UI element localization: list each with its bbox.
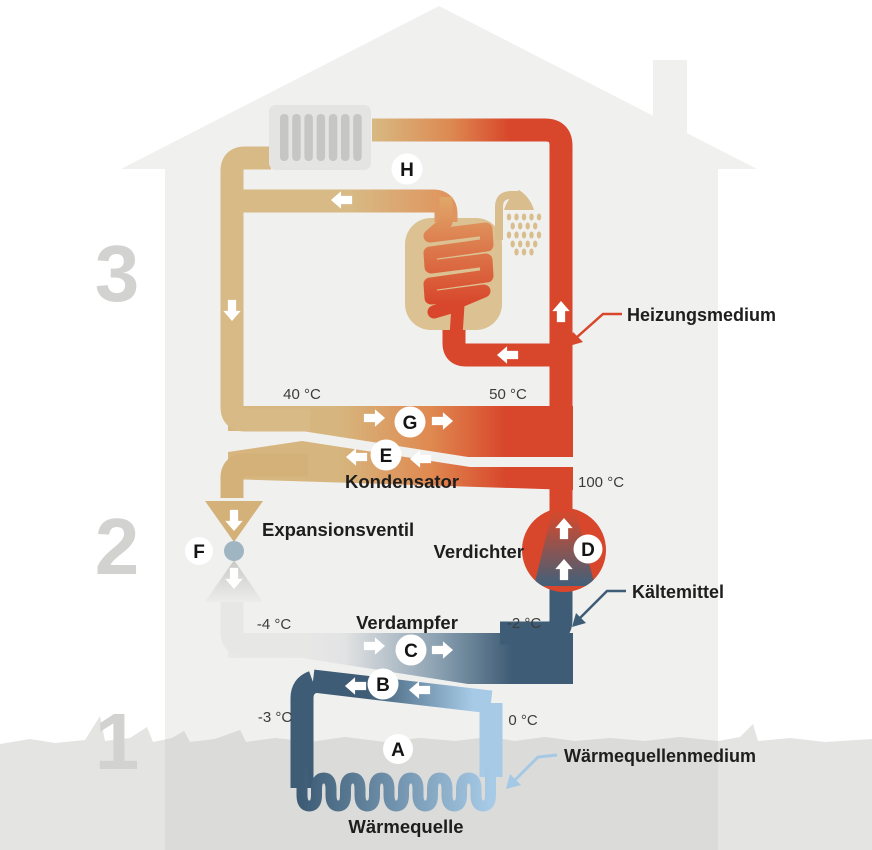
refrigerant-callout: Kältemittel (632, 582, 724, 602)
point-b-label: B (376, 675, 390, 696)
temperature-labels: 40 °C 50 °C 100 °C -4 °C -2 °C -3 °C 0 °… (257, 386, 624, 729)
point-markers: H G E F D C B A (185, 153, 603, 764)
point-a-label: A (391, 740, 405, 761)
point-a-circle (383, 734, 413, 764)
source-medium-callout: Wärmequellenmedium (564, 746, 756, 766)
radiator-icon (269, 105, 371, 170)
heating-flow-pipe (372, 118, 573, 410)
temp-40: 40 °C (283, 386, 321, 403)
ground-coil-icon (296, 768, 496, 812)
condenser-label: Kondensator (345, 471, 459, 492)
shower-icon (495, 190, 542, 256)
temp-50: 50 °C (489, 386, 527, 403)
point-f-label: F (193, 542, 205, 563)
zone-3-heating: 3 (95, 229, 140, 318)
compressor-icon (522, 508, 606, 592)
shower-head (504, 190, 534, 210)
compressor-label: Verdichter (434, 541, 525, 562)
condenser-refrigerant-channel (228, 441, 573, 490)
heating-medium-pointer-head (569, 332, 583, 346)
temp-minus4: -4 °C (257, 616, 292, 633)
source-medium-pointer-line (512, 753, 558, 783)
shower-droplets (506, 213, 542, 256)
valve-to-evaporator-pipe (220, 602, 312, 657)
heating-return-pipe (220, 146, 310, 432)
point-c-label: C (404, 641, 418, 662)
point-e-circle (370, 439, 402, 471)
heating-medium-pointer-line (575, 312, 622, 339)
heating-medium-callout: Heizungsmedium (627, 305, 776, 325)
source-medium-pointer-head (506, 774, 521, 789)
evaporator-to-compressor-pipe (500, 588, 573, 645)
point-e-label: E (380, 446, 393, 467)
point-d-circle (573, 534, 603, 564)
media-callouts: Heizungsmedium Kältemittel Wärmequellenm… (506, 305, 776, 789)
zone-1-source: 1 (95, 697, 140, 786)
point-c-circle (395, 634, 427, 666)
point-h-circle (391, 153, 423, 185)
point-g-circle (394, 406, 426, 438)
temp-0: 0 °C (508, 712, 538, 729)
zone-2-refrigerant: 2 (95, 502, 140, 591)
refrigerant-pointer-head (572, 613, 586, 627)
temp-100: 100 °C (578, 474, 624, 491)
compressor-wedge (534, 512, 595, 586)
point-h-label: H (400, 160, 414, 181)
component-labels: Kondensator Expansionsventil Verdichter … (262, 471, 524, 837)
point-d-label: D (581, 540, 595, 561)
temp-minus2: -2 °C (507, 615, 542, 632)
shower-pipe (495, 191, 517, 240)
tank-coil-icon (423, 197, 494, 353)
valve-orifice (224, 541, 244, 561)
heat-source-label: Wärmequelle (348, 816, 463, 837)
point-f-circle (185, 537, 213, 565)
evaporator-brine-channel (311, 669, 493, 714)
condenser-to-valve-pipe (220, 453, 308, 498)
temp-minus3: -3 °C (258, 709, 293, 726)
point-b-circle (367, 668, 399, 700)
brine-down-pipe (290, 671, 318, 788)
evaporator-label: Verdampfer (356, 612, 458, 633)
point-g-label: G (403, 413, 418, 434)
expansion-valve-label: Expansionsventil (262, 519, 414, 540)
refrigerant-pointer-line (577, 589, 626, 621)
radiator-slats (280, 114, 362, 161)
